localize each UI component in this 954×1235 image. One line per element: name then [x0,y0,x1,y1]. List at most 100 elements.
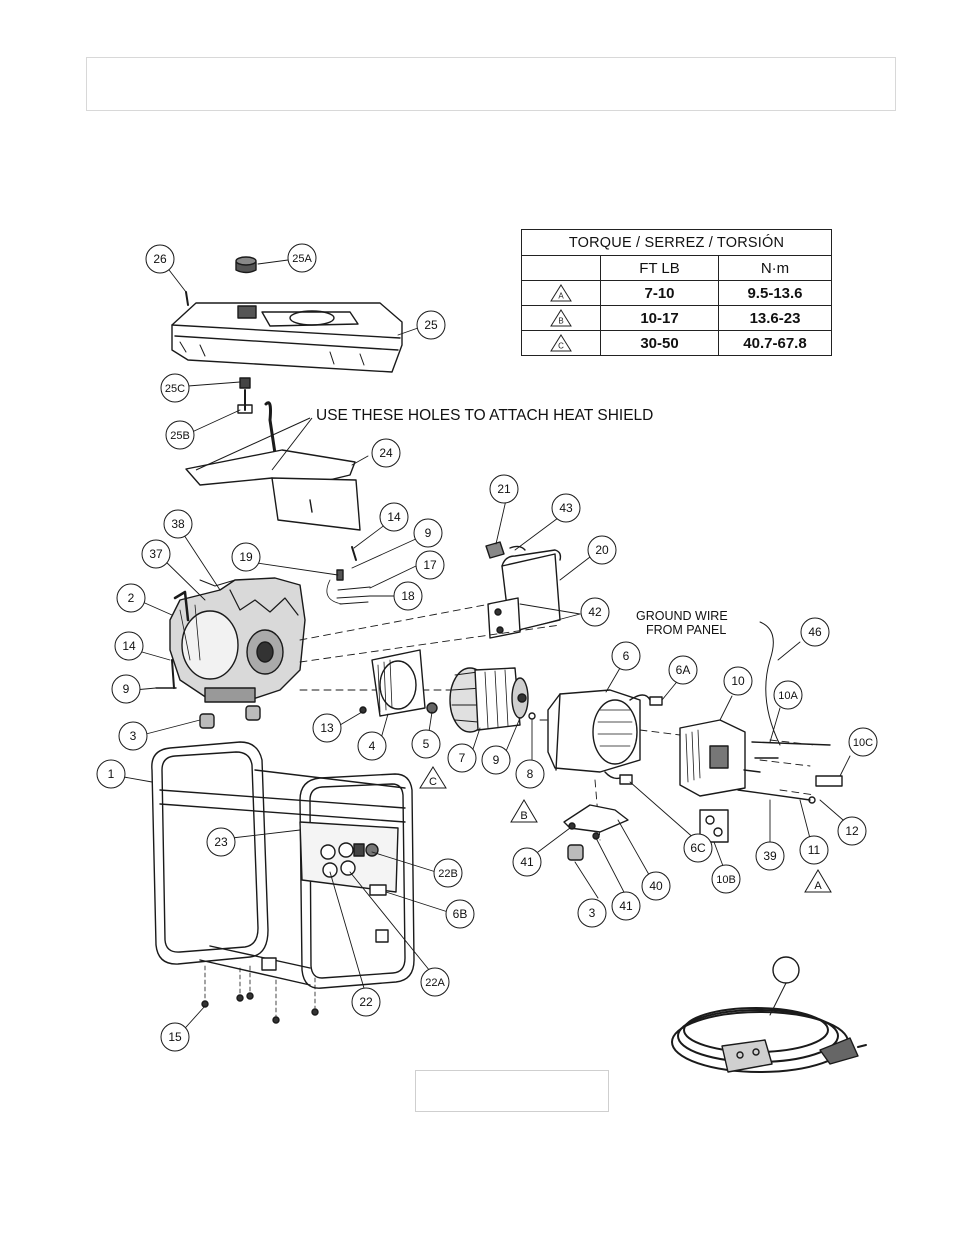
heat-shield [185,449,361,531]
torque-mark-c-label: C [429,776,437,788]
callout-bubble: 46 [800,617,830,647]
callout-label: 39 [763,849,777,863]
callout-label: 3 [589,906,596,920]
callout-bubble: 22 [351,987,381,1017]
callout-bubble: 9 [111,674,141,704]
torque-table: TORQUE / SERREZ / TORSIÓN FT LB N·m A 7-… [521,229,832,356]
callout-label: 15 [168,1030,182,1044]
callout-label: 17 [423,558,437,572]
muffler [485,541,562,639]
callout-label: 25 [424,318,438,332]
callout-bubble: 15 [160,1022,190,1052]
callout-bubble: 2 [116,583,146,613]
callout-bubble: 7 [447,743,477,773]
fuel-cap [235,256,257,274]
callout-label: 22A [425,977,445,989]
callout-label: 18 [401,589,415,603]
torque-mark-label: C [558,342,564,351]
callout-bubble: 23 [206,827,236,857]
callout-bubble: 10 [723,666,753,696]
callout-label: 6B [453,907,468,921]
callout-label: 9 [123,682,130,696]
callout-label: 40 [649,879,663,893]
callout-bubble: 39 [755,841,785,871]
callout-label: 38 [171,517,185,531]
callout-bubble: 8 [515,759,545,789]
rotor [449,667,536,733]
triangle-c-icon: C [550,334,572,352]
callout-label: 3 [130,729,137,743]
callout-label: 6A [676,663,691,677]
torque-mark-a: A [804,869,832,893]
callout-label: 4 [369,739,376,753]
callout-bubble: 5 [411,729,441,759]
callout-label: 22 [359,995,373,1009]
heat-shield-leaders [195,417,313,471]
callout-bubble: 14 [379,502,409,532]
callout-bubble: 10C [848,727,878,757]
torque-mark-b-label: B [520,810,527,822]
callout-label: 14 [122,639,136,653]
callout-bubble: 22A [420,967,450,997]
callout-bubble: 10A [773,680,803,710]
callout-bubble: 10B [711,864,741,894]
callout-label: 10B [716,874,736,886]
callout-bubble: 9 [413,518,443,548]
callout-label: 12 [845,824,859,838]
callout-label: 8 [527,767,534,781]
callout-label: 42 [588,605,602,619]
callout-bubble: 4 [357,731,387,761]
screw-26 [185,291,189,306]
callout-label: 10C [853,737,873,749]
callout-label: 23 [214,835,228,849]
ground-wire-note-line1: GROUND WIRE [636,609,728,623]
callout-bubble: 41 [512,847,542,877]
callout-label: 25A [292,253,312,265]
callout-bubble: 18 [393,581,423,611]
header-box [86,57,896,111]
callout-label: 20 [595,543,609,557]
torque-row: A 7-10 9.5-13.6 [521,280,832,306]
callout-bubble: 6 [611,641,641,671]
callout-bubble: 41 [611,891,641,921]
fuel-valve [237,377,278,462]
callout-bubble: 3 [577,898,607,928]
triangle-b-icon: B [550,309,572,327]
ground-wire-note-line2: FROM PANEL [646,623,726,637]
callout-bubble: 3 [118,721,148,751]
callout-label: 26 [153,252,167,266]
callout-label: 7 [459,751,466,765]
footer-box [415,1070,609,1112]
callout-label: 6 [623,649,630,663]
callout-label: 14 [387,510,401,524]
callout-bubble: 11 [799,835,829,865]
fuel-tank [171,302,403,373]
torque-mark-label: B [558,317,563,326]
torque-ftlb-value: 30-50 [600,330,719,356]
callout-label: 1 [108,767,115,781]
callout-bubble: 9 [481,745,511,775]
torque-col-ftlb: FT LB [600,255,719,281]
callout-label: 5 [423,737,430,751]
torque-nm-value: 13.6-23 [718,305,832,331]
callout-label: 10A [778,690,798,702]
callout-label: 41 [520,855,534,869]
callout-label: 6C [690,841,706,855]
callout-label: 21 [497,482,511,496]
triangle-a-icon: A [550,284,572,302]
callout-label: 24 [379,446,393,460]
callout-bubble: 38 [163,509,193,539]
torque-row: C 30-50 40.7-67.8 [521,330,832,356]
callout-bubble: 24 [371,438,401,468]
callout-bubble: 25A [287,243,317,273]
callout-bubble: 22B [433,858,463,888]
torque-mark-label: A [558,292,564,301]
callout-bubble: 6C [683,833,713,863]
stator [547,689,663,785]
callout-bubble: 17 [415,550,445,580]
torque-mark-c: C [419,766,447,789]
torque-mark-b: B [510,799,538,823]
callout-label: 19 [239,550,253,564]
callout-label: 9 [425,526,432,540]
torque-mark-cell: A [521,280,601,306]
